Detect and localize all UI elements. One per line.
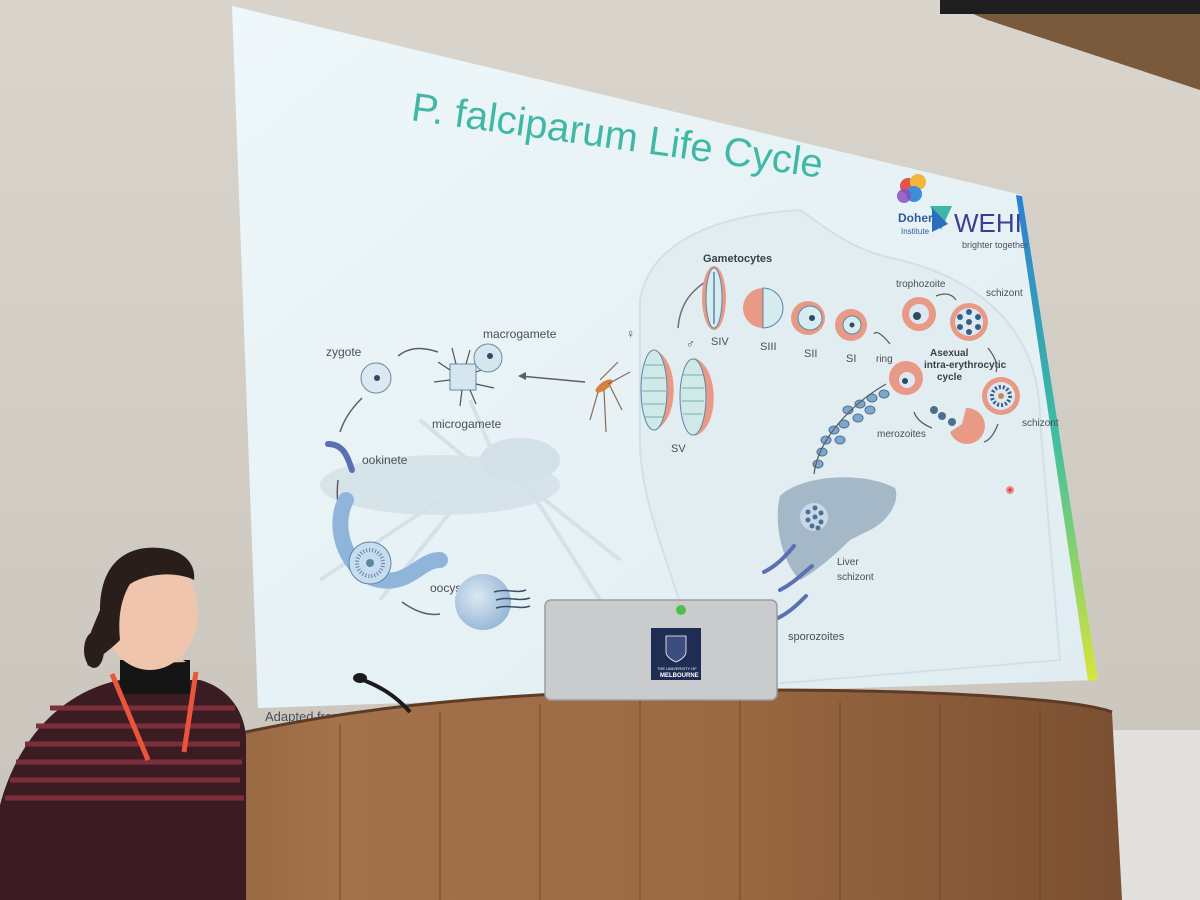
label-SV: SV: [671, 443, 686, 455]
speaker-hair: [86, 547, 195, 666]
microgamete: [433, 347, 495, 407]
ceiling-trim: [940, 0, 1200, 14]
sporozoites: [762, 544, 814, 620]
microphone: [353, 673, 412, 714]
label-asexual-2: intra-erythrocytic: [924, 360, 1007, 371]
male-symbol: ♂: [686, 337, 695, 351]
arrow-schizont-rupture: [983, 423, 999, 443]
sweater-stripes: [5, 705, 244, 801]
laptop-sticker: [676, 605, 686, 615]
merozoites-chain: [812, 389, 890, 469]
arrow-troph-to-schizont: [935, 293, 957, 301]
arrow-schizont-down: [987, 347, 998, 373]
mosquito-small: [589, 361, 631, 433]
bite-mark-center: [1008, 488, 1012, 492]
side-wall-panel: [1110, 730, 1200, 900]
speaker-sweater: [0, 680, 246, 900]
arrow-to-gametes: [519, 375, 586, 383]
ring-stage: [889, 361, 923, 395]
ookinete: [325, 441, 355, 473]
projection-slide: P. falciparum Life Cycle Doherty Institu…: [232, 6, 1098, 724]
podium-wood: [0, 690, 1122, 900]
arrow-ring-to-SI: [873, 331, 891, 345]
arrow-ookinete: [339, 397, 363, 433]
arrow-merozoites-to-ring: [913, 411, 933, 429]
zygote: [360, 362, 392, 394]
label-SII: SII: [804, 348, 817, 360]
schizont-right: [982, 377, 1020, 415]
label-SIII: SIII: [760, 341, 777, 353]
label-schizont-right: schizont: [1022, 418, 1059, 429]
label-gametocytes: Gametocytes: [703, 253, 772, 265]
stage-SV-female: [640, 349, 674, 431]
label-liver: Liver: [837, 557, 859, 568]
label-macrogamete: macrogamete: [483, 327, 557, 341]
wehi-tagline: brighter together: [962, 240, 1028, 250]
label-SIV: SIV: [711, 336, 729, 348]
salivary-gland: [455, 574, 531, 630]
arrow-liver-to-blood: [813, 383, 887, 475]
label-zygote: zygote: [326, 345, 362, 359]
wehi-name: WEHI: [954, 208, 1022, 238]
arrow-head-gametes: [518, 372, 526, 380]
label-schizont-top: schizont: [986, 288, 1023, 299]
label-liver-schizont: schizont: [837, 572, 874, 583]
label-asexual-1: Asexual: [930, 348, 969, 359]
label-oocyst: oocyst: [430, 581, 465, 595]
lanyard: [109, 671, 199, 761]
speaker-ponytail: [84, 632, 104, 668]
laptop: THE UNIVERSITY OF MELBOURNE: [544, 599, 778, 701]
label-SI: SI: [846, 353, 856, 365]
liver: [777, 477, 897, 580]
melbourne-line2: MELBOURNE: [660, 673, 699, 679]
melbourne-line1: THE UNIVERSITY OF: [657, 666, 697, 671]
arrow-sporozoite-release: [401, 601, 441, 616]
schizont-top: [950, 303, 988, 341]
stage-SV-male: [679, 358, 714, 436]
label-ring: ring: [876, 354, 893, 365]
macrogamete: [473, 343, 503, 373]
label-trophozoite: trophozoite: [896, 279, 946, 290]
doherty-institute: Institute: [901, 227, 930, 236]
arrow-zygote: [397, 347, 439, 357]
trophozoite: [902, 297, 936, 331]
wehi-logo: WEHI brighter together: [930, 206, 1028, 250]
label-microgamete: microgamete: [432, 417, 502, 431]
label-merozoites: merozoites: [877, 429, 926, 440]
mosquito-silhouette: [318, 399, 622, 602]
label-sporozoites: sporozoites: [788, 631, 845, 643]
label-ookinete: ookinete: [362, 453, 408, 467]
female-symbol: ♀: [626, 327, 635, 341]
speaker: [0, 547, 246, 900]
podium: [0, 688, 1122, 900]
stage-SIII: [743, 287, 784, 329]
slide-accent-edge: [1016, 195, 1098, 681]
stage-SII: [791, 301, 825, 335]
melbourne-crest: [665, 635, 687, 663]
oocyst: [348, 541, 392, 585]
rupturing-cell: [930, 406, 985, 444]
stage-SI: [835, 309, 867, 341]
label-asexual-3: cycle: [937, 372, 962, 383]
stage-SIV: [702, 266, 726, 330]
